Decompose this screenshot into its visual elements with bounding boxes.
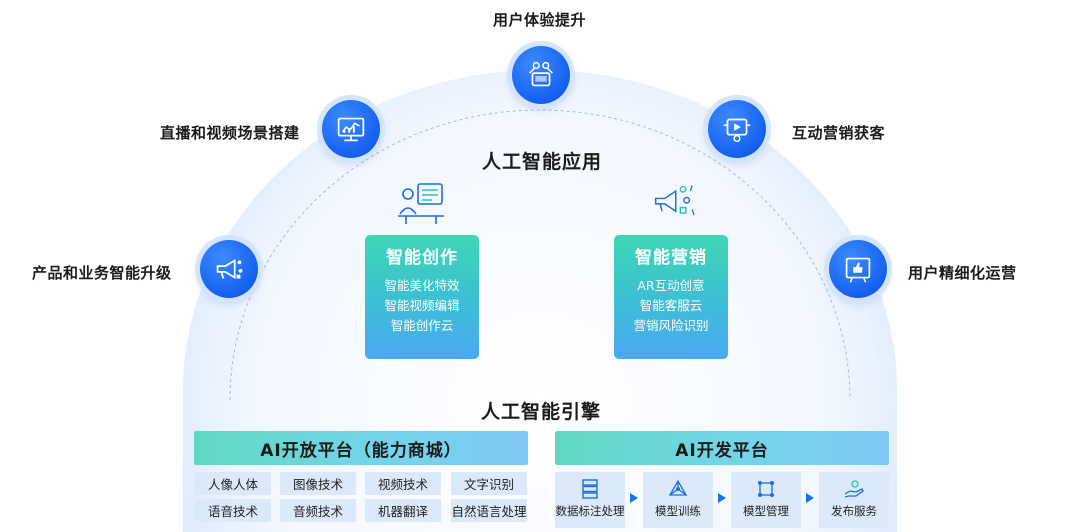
megaphone-icon: [216, 258, 243, 280]
capability-chip[interactable]: 自然语言处理: [451, 499, 527, 522]
card-smart-marketing-title: 智能营销: [635, 248, 707, 268]
hand-service-icon: [844, 480, 864, 498]
node-interactive-marketing: [708, 100, 766, 158]
node-interactive-marketing-label: 互动营销获客: [792, 124, 886, 142]
server-stack-icon: [582, 479, 598, 499]
capability-chip[interactable]: 人像人体: [195, 472, 271, 495]
step-publish-service[interactable]: 发布服务: [819, 472, 889, 528]
ai-engine-title: 人工智能引擎: [481, 401, 602, 423]
nodes-grid-icon: [758, 481, 774, 497]
capability-chip[interactable]: 文字识别: [451, 472, 527, 495]
step-model-management[interactable]: 模型管理: [731, 472, 801, 528]
network-model-icon: [668, 479, 688, 496]
node-user-operation-label: 用户精细化运营: [908, 264, 1017, 282]
card-smart-creation[interactable]: 智能创作 智能美化特效 智能视频编辑 智能创作云: [365, 235, 479, 359]
node-live-video: [322, 100, 380, 158]
node-user-experience-label: 用户体验提升: [493, 11, 587, 29]
flow-arrow: [630, 493, 638, 503]
card-smart-creation-item: 智能创作云: [390, 318, 454, 333]
capability-chip[interactable]: 机器翻译: [365, 499, 441, 522]
marketing-megaphone-icon: [654, 185, 695, 216]
node-product-upgrade-label: 产品和业务智能升级: [32, 264, 172, 282]
node-user-experience: [512, 46, 570, 104]
node-user-operation: [829, 240, 887, 298]
thumbs-up-board-icon: [845, 257, 871, 283]
step-label: 模型管理: [743, 504, 789, 518]
ai-dev-platform-header[interactable]: AI开发平台: [555, 431, 889, 465]
card-smart-creation-item: 智能视频编辑: [384, 298, 460, 313]
ai-open-platform-header[interactable]: AI开放平台（能力商城）: [194, 431, 528, 465]
card-smart-marketing-item: 营销风险识别: [633, 318, 709, 333]
capability-chip[interactable]: 视频技术: [365, 472, 441, 495]
step-label: 数据标注处理: [555, 504, 625, 518]
phone-users-icon: [529, 61, 553, 87]
node-product-upgrade: [200, 240, 258, 298]
monitor-chart-icon: [337, 117, 365, 142]
flow-arrow: [806, 493, 814, 503]
card-smart-creation-item: 智能美化特效: [384, 278, 460, 293]
card-smart-creation-title: 智能创作: [386, 248, 458, 268]
card-smart-marketing-item: 智能客服云: [639, 298, 703, 313]
video-screen-icon: [723, 118, 751, 143]
step-label: 模型训练: [655, 504, 701, 518]
ai-application-title: 人工智能应用: [482, 151, 603, 173]
card-smart-marketing-item: AR互动创意: [637, 278, 705, 293]
step-model-training[interactable]: 模型训练: [643, 472, 713, 528]
flow-arrow: [718, 493, 726, 503]
capability-chip[interactable]: 音频技术: [280, 499, 356, 522]
card-smart-marketing[interactable]: 智能营销 AR互动创意 智能客服云 营销风险识别: [614, 235, 728, 359]
capability-chip[interactable]: 图像技术: [280, 472, 356, 495]
capability-chip[interactable]: 语音技术: [195, 499, 271, 522]
creator-desk-icon: [398, 183, 444, 224]
step-label: 发布服务: [831, 504, 877, 518]
step-data-labeling[interactable]: 数据标注处理: [555, 472, 625, 528]
node-live-video-label: 直播和视频场景搭建: [160, 124, 300, 142]
